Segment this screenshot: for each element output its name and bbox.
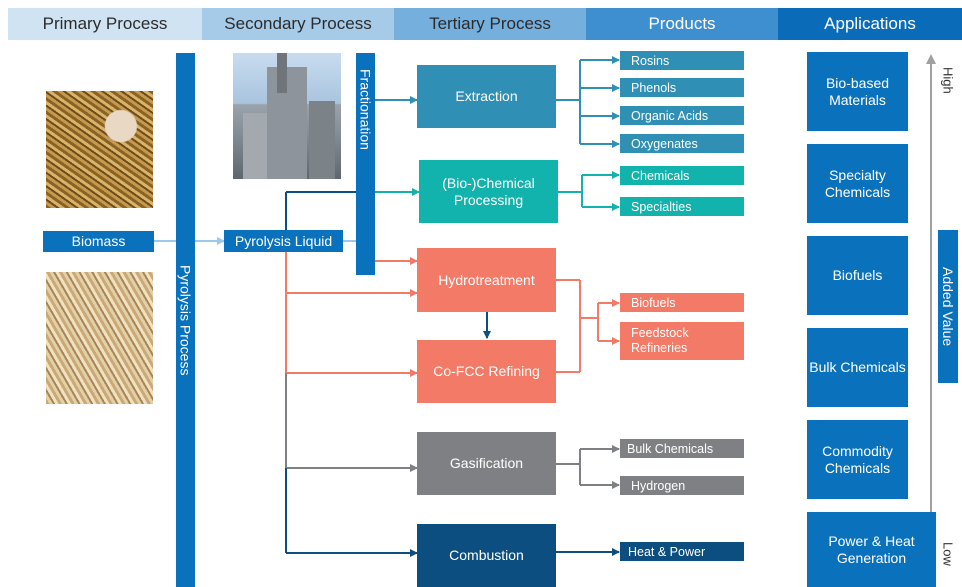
product-chemicals: Chemicals — [620, 166, 744, 185]
product-hydrogen: Hydrogen — [620, 476, 744, 495]
header-tertiary-process: Tertiary Process — [394, 8, 586, 40]
sawdust-photo — [46, 272, 153, 404]
application-specialty-chemicals: Specialty Chemicals — [807, 144, 908, 223]
product-phenols: Phenols — [620, 78, 744, 97]
application-commodity-chemicals: Commodity Chemicals — [807, 420, 908, 499]
product-heat-power: Heat & Power — [620, 542, 744, 561]
product-feedstock-refineries: Feedstock Refineries — [620, 322, 744, 360]
header-primary-process: Primary Process — [8, 8, 202, 40]
application-bulk-chemicals: Bulk Chemicals — [807, 328, 908, 407]
application-biofuels: Biofuels — [807, 236, 908, 315]
fractionation-bar: Fractionation — [356, 53, 375, 275]
hydrotreatment-box: Hydrotreatment — [417, 248, 556, 312]
combustion-box: Combustion — [417, 524, 556, 587]
application-bio-based-materials: Bio-based Materials — [807, 52, 908, 131]
header-secondary-process: Secondary Process — [202, 8, 394, 40]
woodchips-photo — [46, 91, 153, 208]
bio-chemical-processing-box: (Bio-)Chemical Processing — [419, 160, 558, 223]
gasification-box: Gasification — [417, 432, 556, 495]
product-biofuels: Biofuels — [620, 293, 744, 312]
plant-photo — [233, 53, 341, 179]
value-low-label: Low — [940, 542, 956, 566]
application-power-heat-generation: Power & Heat Generation — [807, 512, 936, 587]
product-specialties: Specialties — [620, 197, 744, 216]
header-products: Products — [586, 8, 778, 40]
pyrolysis-liquid-box: Pyrolysis Liquid — [224, 230, 343, 252]
pyrolysis-process-bar: Pyrolysis Process — [176, 53, 195, 587]
added-value-label: Added Value — [938, 230, 958, 383]
product-organic-acids: Organic Acids — [620, 106, 744, 125]
product-oxygenates: Oxygenates — [620, 134, 744, 153]
product-rosins: Rosins — [620, 51, 744, 70]
value-high-label: High — [940, 66, 956, 94]
extraction-box: Extraction — [417, 65, 556, 128]
co-fcc-refining-box: Co-FCC Refining — [417, 340, 556, 403]
biomass-box: Biomass — [43, 231, 154, 252]
header-applications: Applications — [778, 8, 962, 40]
product-bulk-chemicals: Bulk Chemicals — [620, 439, 744, 458]
